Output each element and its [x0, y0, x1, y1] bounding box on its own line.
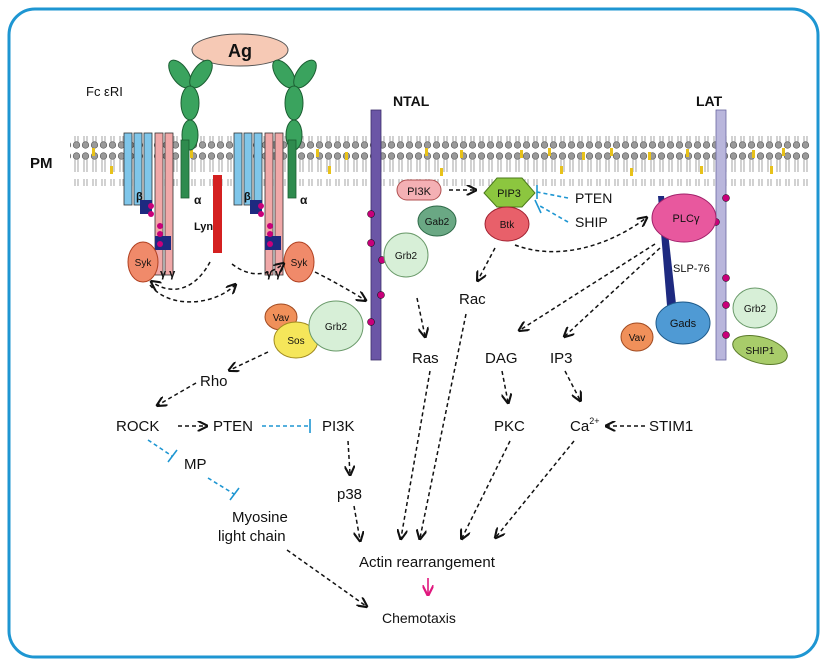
- lat-bar: [715, 109, 727, 361]
- lyn-label: Lyn: [194, 221, 213, 233]
- grb2-left-label: Grb2: [325, 322, 348, 333]
- lat-label: LAT: [696, 93, 723, 109]
- fceri-receptor-right: [233, 132, 297, 276]
- grb2-ntal-node: [383, 232, 429, 278]
- pten-label: PTEN: [213, 418, 253, 435]
- plcy-node: [651, 193, 717, 243]
- pkc-label: PKC: [494, 418, 525, 435]
- lyn-kinase: [213, 175, 222, 253]
- arrow-rho-rock: [158, 382, 197, 405]
- p38-label: p38: [337, 486, 362, 503]
- antigen: [191, 33, 289, 67]
- arrow-plcy-ip3: [565, 247, 661, 336]
- syk-left-label: Syk: [135, 258, 153, 269]
- arrow-syk-loop-left: [149, 285, 235, 303]
- ca-superscript: 2+: [589, 416, 599, 426]
- inhibition-lines: [147, 185, 569, 501]
- arrow-myosine-chemotaxis: [286, 549, 366, 606]
- arrow-syk-ntal: [314, 271, 365, 300]
- alpha-label-right: α: [300, 193, 308, 207]
- beta-label-right: β: [244, 191, 251, 203]
- dag-label: DAG: [485, 350, 518, 367]
- grb2-ntal-label: Grb2: [395, 251, 418, 262]
- pi3k-label: PI3K: [322, 418, 355, 435]
- arrow-grb2-rho: [230, 351, 269, 370]
- inhibit-rock-mp: [147, 439, 173, 457]
- vav-lat-node: [620, 322, 654, 352]
- rho-label: Rho: [200, 373, 228, 390]
- arrow-lyn-syk-left: [152, 261, 211, 289]
- sos-label: Sos: [287, 336, 304, 347]
- vav-lat-label: Vav: [629, 333, 646, 344]
- grb2-lat-node: [732, 287, 778, 329]
- arrow-pi3k-p38: [348, 440, 350, 474]
- ship-label: SHIP: [575, 214, 608, 230]
- antigen-label: Ag: [228, 41, 252, 61]
- gads-node: [655, 301, 711, 345]
- ntal-bar: [370, 109, 382, 361]
- gab2-label: Gab2: [425, 217, 450, 228]
- cholesterol-markers: [92, 148, 785, 176]
- pi3k-node-label: PI3K: [407, 186, 432, 198]
- arrow-lyn-syk-right: [231, 264, 283, 275]
- pi3k-node: [396, 179, 442, 201]
- ship1-label: SHIP1: [746, 346, 775, 357]
- arrow-btk-rac: [478, 247, 496, 280]
- slp76-label: SLP-76: [673, 263, 710, 275]
- activation-arrows: [149, 190, 661, 606]
- btk-label: Btk: [500, 220, 515, 231]
- plcy-label: PLCγ: [673, 213, 700, 225]
- fceri-label: Fc εRI: [86, 84, 123, 99]
- syk-left: [127, 241, 159, 283]
- mp-label: MP: [184, 456, 207, 473]
- receptor-phospho-dots: [148, 203, 273, 247]
- ca-label: Ca2+: [570, 416, 599, 435]
- arrow-rac-actin: [420, 313, 467, 538]
- actin-label: Actin rearrangement: [359, 554, 496, 571]
- chemotaxis-label: Chemotaxis: [382, 610, 456, 626]
- alpha-label-left: α: [194, 193, 202, 207]
- ip3-label: IP3: [550, 350, 573, 367]
- stim1-label: STIM1: [649, 418, 693, 435]
- arrow-btk-plcy: [514, 218, 646, 253]
- grb2-left-node: [308, 300, 364, 352]
- arrow-ip3-ca: [564, 370, 580, 400]
- arrow-plcy-dag: [520, 243, 656, 330]
- btk-node: [484, 206, 530, 242]
- grb2-lat-label: Grb2: [744, 304, 767, 315]
- pten-top-label: PTEN: [575, 190, 612, 206]
- ntal-label: NTAL: [393, 93, 430, 109]
- ntal-phospho-dots: [367, 210, 386, 326]
- pip3-label: PIP3: [497, 188, 521, 200]
- ship1-node: [732, 335, 788, 365]
- fceri-receptor-left: [123, 132, 190, 276]
- gads-label: Gads: [670, 318, 697, 330]
- syk-right-label: Syk: [291, 258, 309, 269]
- rock-label: ROCK: [116, 418, 159, 435]
- myosine-label-line1: Myosine: [232, 509, 288, 526]
- vav-left-label: Vav: [273, 313, 290, 324]
- inhibit-pten-pip3: [536, 191, 569, 199]
- inhibit-ship-pip3: [539, 205, 569, 223]
- myosine-label-line2: light chain: [218, 528, 286, 545]
- arrow-ras-actin: [401, 370, 431, 538]
- arrow-p38-actin: [353, 505, 360, 540]
- arrow-dag-pkc: [502, 370, 508, 402]
- ras-label: Ras: [412, 350, 439, 367]
- gab2-node: [417, 205, 457, 237]
- pm-label: PM: [30, 155, 53, 172]
- rac-label: Rac: [459, 291, 486, 308]
- inhibit-mp-myosine: [207, 477, 235, 495]
- beta-label-left: β: [136, 191, 143, 203]
- gamma-label-left: γ γ: [160, 268, 176, 280]
- ige-antibody-right: [272, 59, 317, 151]
- pip3-node: [483, 177, 536, 208]
